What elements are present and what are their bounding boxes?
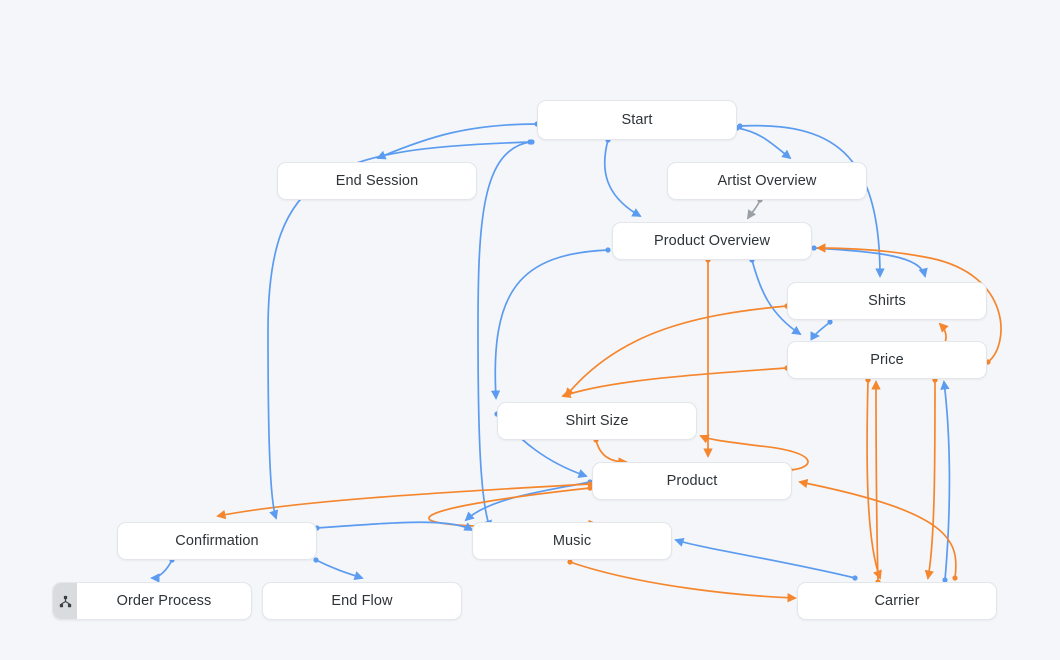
edge-source-handle[interactable]: [567, 559, 573, 565]
edge-start-to-end_session[interactable]: [376, 123, 538, 160]
node-confirmation[interactable]: Confirmation: [117, 522, 317, 560]
edge-price-to-carrier[interactable]: [924, 379, 936, 580]
node-end_session[interactable]: End Session: [277, 162, 477, 200]
node-label: Carrier: [874, 593, 920, 609]
node-label: Price: [870, 352, 904, 368]
hierarchy-icon: [53, 583, 77, 619]
node-shirt_size[interactable]: Shirt Size: [497, 402, 697, 440]
node-start[interactable]: Start: [537, 100, 737, 140]
node-label: Product: [666, 473, 718, 489]
edge-carrier-to-music[interactable]: [674, 537, 856, 579]
edge-source-handle[interactable]: [952, 575, 958, 581]
edge-confirmation-to-end_flow[interactable]: [315, 559, 364, 581]
edge-source-handle[interactable]: [313, 557, 319, 563]
node-label: End Flow: [331, 593, 393, 609]
node-order_process[interactable]: Order Process: [52, 582, 252, 620]
edge-carrier-to-price[interactable]: [940, 380, 951, 581]
edge-confirmation-to-order_process[interactable]: [150, 559, 173, 583]
node-end_flow[interactable]: End Flow: [262, 582, 462, 620]
edge-source-handle[interactable]: [811, 245, 817, 251]
node-label: Artist Overview: [717, 173, 817, 189]
edge-source-handle[interactable]: [737, 123, 743, 129]
edge-source-handle[interactable]: [527, 139, 533, 145]
edge-confirmation-to-music[interactable]: [316, 521, 474, 531]
node-label: Music: [552, 533, 592, 549]
edge-carrier-to-price[interactable]: [871, 380, 881, 583]
edge-start-to-product_overview[interactable]: [603, 139, 642, 217]
edge-product_overview-to-shirts[interactable]: [813, 247, 928, 278]
node-product_overview[interactable]: Product Overview: [612, 222, 812, 260]
edge-product-to-music[interactable]: [464, 481, 591, 522]
edge-source-handle[interactable]: [605, 247, 611, 253]
edge-shirts-to-price[interactable]: [810, 321, 831, 341]
node-shirts[interactable]: Shirts: [787, 282, 987, 320]
edge-product_overview-to-shirt_size[interactable]: [490, 249, 609, 400]
edge-carrier-to-product[interactable]: [798, 478, 957, 579]
edge-start-to-music[interactable]: [477, 141, 531, 530]
edge-artist_overview-to-product_overview[interactable]: [746, 199, 761, 220]
node-label: Order Process: [116, 593, 212, 609]
node-carrier[interactable]: Carrier: [797, 582, 997, 620]
edge-shirt_size-to-product[interactable]: [595, 439, 628, 467]
node-label: Start: [621, 112, 653, 128]
node-label: Shirt Size: [565, 413, 629, 429]
edge-product-to-music[interactable]: [428, 487, 598, 530]
edge-product-to-confirmation[interactable]: [216, 483, 591, 520]
edge-shirts-to-shirt_size[interactable]: [564, 305, 788, 398]
edge-source-handle[interactable]: [827, 319, 833, 325]
edge-price-to-carrier[interactable]: [866, 379, 882, 580]
node-price[interactable]: Price: [787, 341, 987, 379]
edge-source-handle[interactable]: [852, 575, 858, 581]
edge-music-to-carrier[interactable]: [569, 561, 797, 603]
node-music[interactable]: Music: [472, 522, 672, 560]
edge-source-handle[interactable]: [529, 139, 535, 145]
node-label: Shirts: [868, 293, 906, 309]
edge-price-to-shirt_size[interactable]: [561, 367, 788, 399]
node-label: Product Overview: [653, 233, 771, 249]
node-product[interactable]: Product: [592, 462, 792, 500]
node-label: Confirmation: [175, 533, 259, 549]
edge-start-to-artist_overview[interactable]: [736, 127, 792, 160]
node-label: End Session: [335, 173, 419, 189]
node-artist_overview[interactable]: Artist Overview: [667, 162, 867, 200]
